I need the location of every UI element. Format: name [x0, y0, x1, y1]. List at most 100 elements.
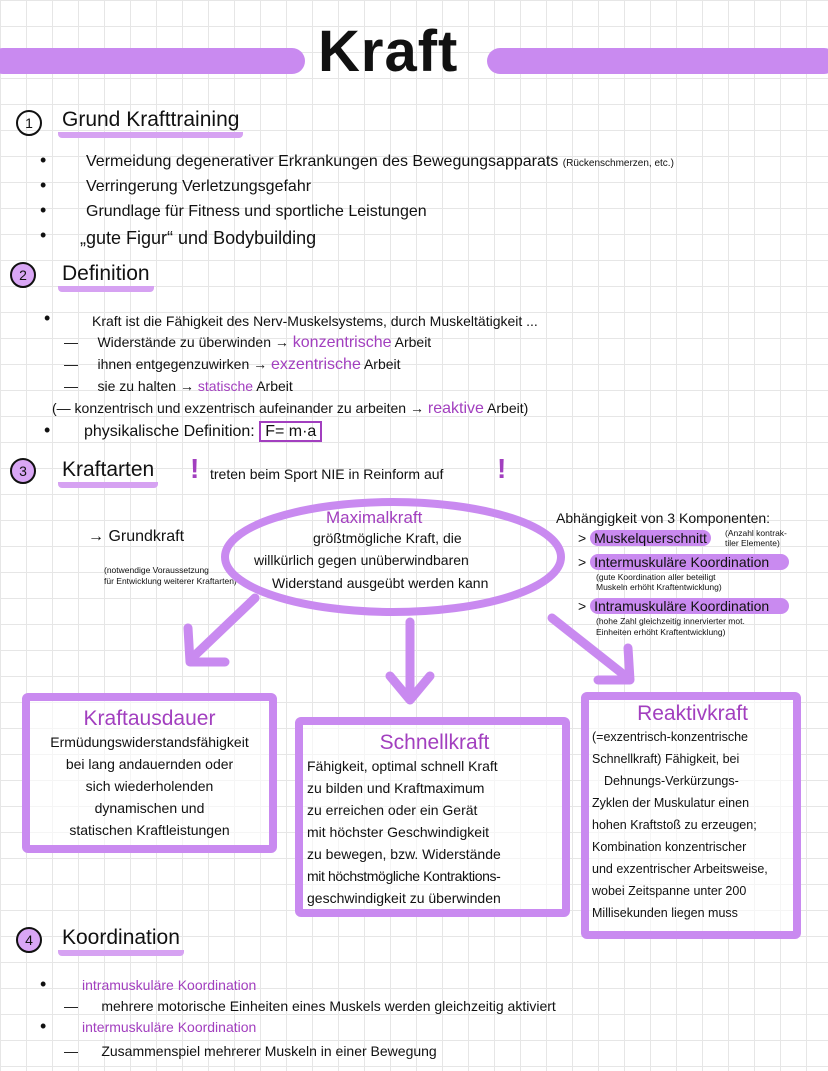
title-bar-left	[0, 48, 305, 74]
item-suffix: Arbeit)	[487, 400, 529, 416]
item-accent: exzentrische	[271, 356, 361, 373]
description-line: Widerstand ausgeübt werden kann	[272, 575, 489, 591]
grundkraft: → Grundkraft	[88, 528, 185, 545]
box-line: zu erreichen oder ein Gerät	[307, 802, 478, 818]
dependency-note: (Anzahl kontrak-	[725, 528, 787, 538]
box-line: Zyklen der Muskulatur einen	[592, 796, 750, 810]
coordination-desc: — mehrere motorische Einheiten eines Mus…	[64, 998, 556, 1014]
definition-intro: Kraft ist die Fähigkeit des Nerv-Muskels…	[92, 313, 538, 329]
section-number: 4	[16, 927, 42, 953]
grundkraft-note: für Entwicklung weiterer Kraftarten)	[104, 576, 237, 586]
dependency-item: > Intramuskuläre Koordination	[578, 598, 790, 614]
section-number: 1	[16, 110, 42, 136]
box-line: hohen Kraftstoß zu erzeugen;	[592, 818, 757, 832]
item-accent: statische	[197, 378, 254, 394]
dependency-label: Muskelquerschnitt	[590, 530, 711, 546]
kraftarten-note: treten beim Sport NIE in Reinform auf	[210, 466, 444, 482]
box-title: Reaktivkraft	[637, 702, 748, 725]
definition-item: — ihnen entgegenzuwirken → exzentrische …	[64, 356, 401, 373]
box-line: mit höchstmögliche Kontraktions-	[307, 868, 501, 884]
box-line: Dehnungs-Verkürzungs-	[604, 774, 739, 788]
item-suffix: Arbeit	[394, 334, 432, 350]
maximalkraft-title: Maximalkraft	[326, 508, 423, 527]
schnellkraft-box: Schnellkraft Fähigkeit, optimal schnell …	[295, 717, 570, 917]
bullet-icon: •	[40, 150, 47, 170]
item-accent: konzentrische	[292, 334, 392, 351]
box-line: bei lang andauernden oder	[65, 756, 234, 772]
list-item: „gute Figur“ und Bodybuilding	[80, 228, 317, 248]
box-line: und exzentrischer Arbeitsweise,	[592, 862, 768, 876]
coordination-term: intermuskuläre Koordination	[82, 1019, 257, 1035]
dependency-item: > Muskelquerschnitt	[578, 530, 711, 546]
page-title: Kraft	[318, 19, 459, 84]
exclamation-icon: !	[497, 453, 507, 484]
dependency-note: Einheiten erhöht Kraftentwicklung)	[596, 627, 726, 637]
item-text: Widerstände zu überwinden →	[97, 334, 289, 350]
desc-text: mehrere motorische Einheiten eines Muske…	[101, 998, 556, 1014]
item-text: ihnen entgegenzuwirken →	[97, 356, 268, 372]
list-item: Verringerung Verletzungsgefahr	[86, 178, 312, 195]
arrow-down-icon	[385, 617, 435, 705]
description-line: größtmögliche Kraft, die	[313, 530, 462, 546]
coordination-term: intramuskuläre Koordination	[82, 977, 257, 993]
definition-item: — Widerstände zu überwinden → konzentris…	[64, 334, 432, 351]
bullet-icon: •	[40, 175, 47, 195]
section-number: 2	[10, 262, 36, 288]
dependency-label: Intermuskuläre Koordination	[590, 554, 790, 570]
box-line: statischen Kraftleistungen	[69, 822, 230, 838]
box-line: Schnellkraft) Fähigkeit, bei	[592, 752, 740, 766]
dependency-item: > Intermuskuläre Koordination	[578, 554, 790, 570]
section-heading: Definition	[58, 262, 154, 292]
box-line: zu bewegen, bzw. Widerstände	[307, 846, 501, 862]
box-line: (=exzentrisch-konzentrische	[592, 730, 748, 744]
dependency-note: Muskeln erhöht Kraftentwicklung)	[596, 582, 722, 592]
grundkraft-note: (notwendige Voraussetzung	[104, 565, 209, 575]
item-suffix: Arbeit	[256, 378, 293, 394]
dependency-note: (hohe Zahl gleichzeitig innervierter mot…	[596, 616, 745, 626]
section-number: 3	[10, 458, 36, 484]
physics-definition: physikalische Definition: F= m·a	[84, 421, 323, 442]
bullet-icon: •	[40, 1016, 47, 1036]
dependency-label: Intramuskuläre Koordination	[590, 598, 790, 614]
box-line: dynamischen und	[94, 800, 205, 816]
box-line: sich wiederholenden	[85, 778, 214, 794]
title-bar-right	[487, 48, 828, 74]
definition-item: — sie zu halten → statische Arbeit	[64, 378, 293, 394]
description-line: willkürlich gegen unüberwindbaren	[254, 552, 469, 568]
box-line: zu bilden und Kraftmaximum	[307, 780, 485, 796]
item-text: (— konzentrisch und exzentrisch aufeinan…	[52, 400, 424, 416]
bullet-icon: •	[40, 200, 47, 220]
box-line: Kombination konzentrischer	[592, 840, 747, 854]
dependency-note: (gute Koordination aller beteiligt	[596, 572, 716, 582]
dependency-title: Abhängigkeit von 3 Komponenten:	[556, 510, 771, 526]
bullet-icon: •	[40, 225, 47, 245]
item-suffix: Arbeit	[363, 356, 401, 372]
desc-text: Zusammenspiel mehrerer Muskeln in einer …	[101, 1043, 437, 1059]
item-accent: reaktive	[427, 400, 484, 417]
box-line: Millisekunden liegen muss	[592, 906, 738, 920]
section-heading: Grund Krafttraining	[58, 108, 244, 138]
list-item-note: (Rückenschmerzen, etc.)	[562, 158, 674, 169]
box-line: mit höchster Geschwindigkeit	[307, 824, 490, 840]
arrow-left-icon	[183, 593, 260, 667]
list-item-text: Vermeidung degenerativer Erkrankungen de…	[86, 153, 559, 170]
box-title: Kraftausdauer	[83, 707, 216, 730]
list-item: Vermeidung degenerativer Erkrankungen de…	[86, 153, 674, 171]
formula: F= m·a	[259, 421, 323, 442]
reaktivkraft-box: Reaktivkraft (=exzentrisch-konzentrische…	[581, 692, 801, 939]
bullet-icon: •	[40, 974, 47, 994]
box-line: Fähigkeit, optimal schnell Kraft	[307, 758, 498, 774]
section-heading: Koordination	[58, 926, 184, 956]
box-line: Ermüdungswiderstandsfähigkeit	[50, 734, 249, 750]
dependency-note: tiler Elemente)	[725, 538, 780, 548]
physics-label: physikalische Definition:	[84, 423, 255, 440]
list-item: Grundlage für Fitness und sportliche Lei…	[86, 203, 427, 220]
exclamation-icon: !	[190, 453, 200, 484]
section-heading: Kraftarten	[58, 458, 159, 488]
box-title: Schnellkraft	[379, 731, 490, 754]
box-line: geschwindigkeit zu überwinden	[307, 890, 501, 906]
bullet-icon: •	[44, 308, 51, 328]
definition-item: (— konzentrisch und exzentrisch aufeinan…	[52, 400, 528, 418]
bullet-icon: •	[44, 420, 51, 440]
item-text: sie zu halten →	[97, 378, 194, 394]
